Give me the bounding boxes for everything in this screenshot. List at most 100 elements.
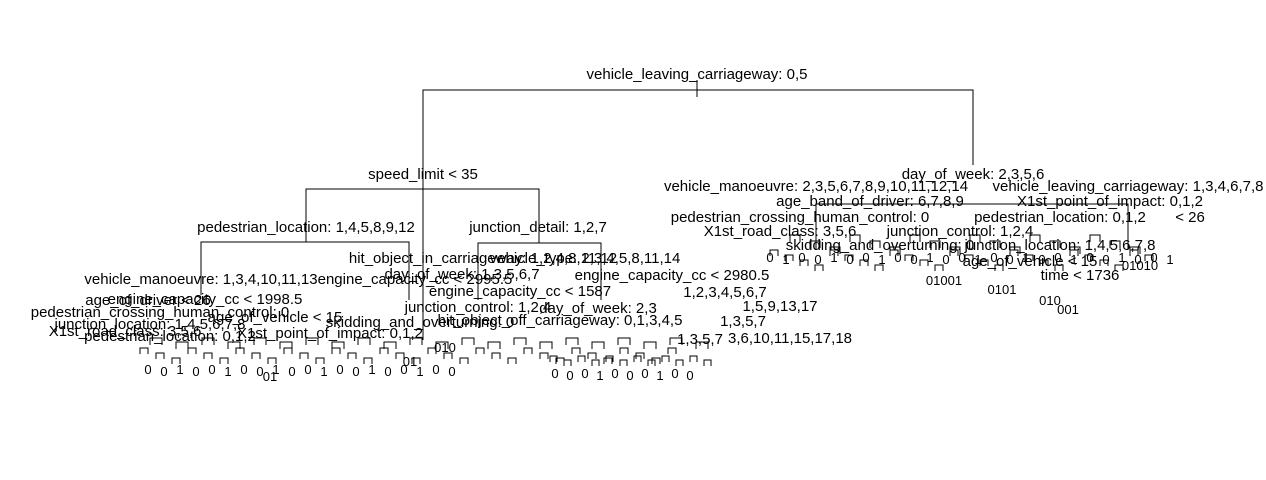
mid-tick-4 bbox=[605, 355, 614, 362]
right-deep-o: pedestrian_location: 0,1,2 bbox=[974, 209, 1146, 226]
root-branch bbox=[422, 89, 974, 340]
right-tick-upper-11 bbox=[1009, 246, 1021, 254]
left-tick-upper-3 bbox=[227, 341, 241, 349]
deep-label-n: 1,3,5,7 bbox=[677, 331, 723, 348]
left-tick-upper-2 bbox=[201, 337, 215, 345]
deep-label-h: junction_location: 1,4,5,6,7,8 bbox=[54, 316, 246, 333]
deep-label-t: hit_object_off_carriageway: 0,1,3,4,5 bbox=[438, 312, 683, 329]
left-leaf-7: 0 bbox=[256, 364, 263, 379]
right-tick-upper-8 bbox=[949, 246, 961, 254]
mid-leaf-1: 0 bbox=[566, 368, 573, 383]
left-tick-upper-17 bbox=[591, 341, 605, 349]
right-leaf-5: 0 bbox=[846, 252, 853, 267]
right-tick-upper-1 bbox=[809, 240, 821, 248]
right-tick-upper-6 bbox=[909, 234, 921, 242]
left-tick-12 bbox=[331, 347, 341, 354]
right-tick-18 bbox=[1039, 259, 1049, 266]
right-tick-upper-7 bbox=[929, 240, 941, 248]
left-leaf-3: 0 bbox=[192, 364, 199, 379]
right-tick-1 bbox=[784, 254, 794, 261]
right-tick-25 bbox=[1144, 254, 1154, 261]
left-leaf-a: 01 bbox=[263, 369, 277, 384]
left-leaf-b: 01 bbox=[403, 354, 417, 369]
right-leaf-2: 0 bbox=[798, 250, 805, 265]
left-tick-upper-4 bbox=[253, 337, 267, 345]
right-leaf-21: 0 bbox=[1102, 252, 1109, 267]
mid-tick-2 bbox=[577, 355, 586, 362]
left-tick-5 bbox=[219, 357, 229, 364]
right-leaf-25: 1 bbox=[1166, 252, 1173, 267]
right-tick-upper-3 bbox=[849, 234, 861, 242]
root-split-label: vehicle_leaving_carriageway: 0,5 bbox=[587, 66, 808, 83]
right-leaf-23: 0 bbox=[1134, 252, 1141, 267]
right-tick-upper-4 bbox=[869, 240, 881, 248]
right-deep-f: X1st_road_class: 3,5,6 bbox=[704, 223, 857, 240]
left-tick-upper-1 bbox=[175, 341, 189, 349]
right-leaf-4: 1 bbox=[830, 250, 837, 265]
mid-leaf-2: 0 bbox=[581, 366, 588, 381]
day-of-week-label: day_of_week: 2,3,5,6 bbox=[902, 166, 1045, 183]
left-tick-19 bbox=[443, 352, 453, 359]
right-leaf-18: 0 bbox=[1054, 250, 1061, 265]
right-crowd-ticks bbox=[769, 234, 1154, 271]
right-leaf-17: 0 bbox=[1038, 252, 1045, 267]
left-tick-25 bbox=[539, 352, 549, 359]
right-tick-upper-12 bbox=[1029, 234, 1041, 242]
right-tick-upper-15 bbox=[1089, 234, 1101, 242]
right-vehicle-manoeuvre-label: vehicle_manoeuvre: 2,3,5,6,7,8,9,10,11,1… bbox=[664, 178, 968, 195]
left-tick-upper-7 bbox=[331, 341, 345, 349]
junction-detail-branch bbox=[477, 242, 602, 300]
left-tick-upper-0 bbox=[149, 337, 163, 345]
deep-label-m: engine_capacity_cc < 1587 bbox=[429, 283, 611, 300]
mid-leaf-5: 0 bbox=[626, 368, 633, 383]
left-tick-27 bbox=[571, 347, 581, 354]
left-tick-upper-11 bbox=[435, 341, 449, 349]
left-tick-33 bbox=[667, 347, 677, 354]
right-deep-u: age_band_of_driver: 6,7,8,9 bbox=[776, 193, 964, 210]
mid-tick-10 bbox=[689, 355, 698, 362]
right-tick-upper-5 bbox=[889, 246, 901, 254]
mid-tick-5 bbox=[619, 359, 628, 366]
right-leaf-0: 0 bbox=[766, 250, 773, 265]
right-tick-6 bbox=[859, 259, 869, 266]
left-leaf-18: 0 bbox=[432, 362, 439, 377]
right-tick-10 bbox=[919, 259, 929, 266]
right-leaf-19: 1 bbox=[1070, 252, 1077, 267]
left-leaf-6: 0 bbox=[240, 362, 247, 377]
right-leaf-11: 0 bbox=[942, 252, 949, 267]
left-tick-8 bbox=[267, 357, 277, 364]
left-tick-16 bbox=[395, 352, 405, 359]
right-tick-7 bbox=[874, 264, 884, 271]
left-leaf-19: 0 bbox=[448, 364, 455, 379]
right-leaf-20: 0 bbox=[1086, 250, 1093, 265]
mid-tick-7 bbox=[647, 359, 656, 366]
left-tick-1 bbox=[155, 352, 165, 359]
right-tick-21 bbox=[1084, 254, 1094, 261]
left-tick-17 bbox=[411, 357, 421, 364]
deep-label-f: X1st_road_class: 3,5,6 bbox=[49, 323, 202, 340]
right-tick-9 bbox=[904, 254, 914, 261]
left-tick-upper-9 bbox=[383, 341, 397, 349]
deep-label-q: X1st_point_of_impact: 0,1,2 bbox=[237, 325, 423, 342]
vehicle-type-label: vehicle_type: 2,3,4,5,8,11,14 bbox=[490, 250, 681, 267]
pedestrian-location-label: pedestrian_location: 1,4,5,8,9,12 bbox=[197, 219, 415, 236]
speed-limit-label: speed_limit < 35 bbox=[368, 166, 478, 183]
left-crowd-ticks bbox=[139, 337, 712, 366]
right-tick-upper-17 bbox=[1129, 246, 1141, 254]
deep-label-j: 3,6,10,11,15,17,18 bbox=[728, 330, 852, 347]
left-leaf-0: 0 bbox=[144, 362, 151, 377]
right-leaf-12: 0 bbox=[958, 250, 965, 265]
right-deep-w: < 26 bbox=[1175, 209, 1205, 226]
deep-label-g: pedestrian_crossing_human_control: 0 bbox=[31, 304, 290, 321]
left-tick-upper-13 bbox=[487, 341, 501, 349]
left-subtree: speed_limit < 35 pedestrian_location: 1,… bbox=[31, 166, 852, 384]
left-leaf-13: 0 bbox=[352, 364, 359, 379]
left-tick-upper-8 bbox=[357, 337, 371, 345]
left-leaf-c: 010 bbox=[434, 340, 456, 355]
left-leaf-17: 1 bbox=[416, 364, 423, 379]
deep-label-b: engine_capacity_cc < 2980.5 bbox=[575, 267, 770, 284]
right-leaf-14: 0 bbox=[990, 250, 997, 265]
deep-label-r: age_of_vehicle < 15 bbox=[208, 309, 343, 326]
